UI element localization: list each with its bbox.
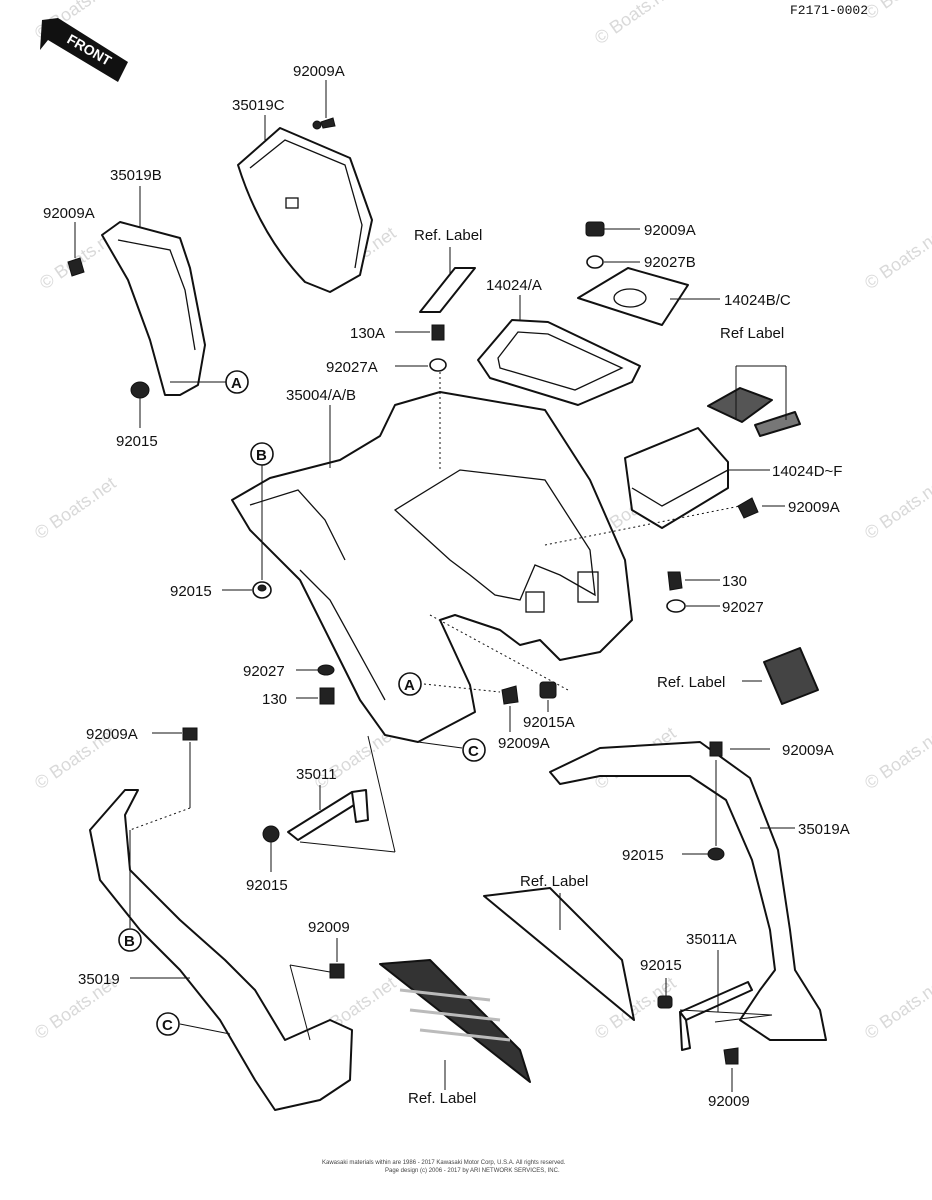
label-130: 130 xyxy=(722,573,747,590)
svg-text:C: C xyxy=(162,1017,173,1034)
diagram-code: F2171-0002 xyxy=(790,3,868,18)
side-cover-35019b xyxy=(67,221,206,396)
label-ref: Ref. Label xyxy=(414,227,482,244)
fender-35004 xyxy=(231,391,633,743)
watermark: © Boats.net xyxy=(861,973,932,1043)
cover-plate-14024bc xyxy=(577,221,689,326)
label-14024bc: 14024B/C xyxy=(724,292,791,309)
label-92015a: 92015A xyxy=(523,714,575,731)
nut-92015-mid xyxy=(252,581,272,599)
nut-92015-topleft xyxy=(130,381,150,399)
nut-92015a xyxy=(539,681,557,699)
washer-92027-right xyxy=(666,599,686,613)
bolt-130-left xyxy=(319,687,335,705)
svg-text:C: C xyxy=(468,743,479,760)
bolt-92009a-center xyxy=(501,685,519,705)
label-130: 130 xyxy=(262,691,287,708)
label-35011a: 35011A xyxy=(686,931,737,948)
ref-label-sticker-bottom xyxy=(379,959,531,1083)
label-ref: Ref Label xyxy=(720,325,784,342)
part-labels: 92009A 35019C 35019B 92009A 92015 Ref. L… xyxy=(43,63,850,1110)
label-92009: 92009 xyxy=(708,1093,750,1110)
washer-92027-left xyxy=(317,664,335,676)
cover-14024df xyxy=(624,427,729,529)
label-92009a: 92009A xyxy=(293,63,345,80)
watermark: © Boats.net xyxy=(861,223,932,293)
label-92009a: 92009A xyxy=(86,726,138,743)
watermark: © Boats.net xyxy=(861,723,932,793)
side-cover-35019c xyxy=(237,117,373,293)
label-14024a: 14024/A xyxy=(486,277,542,294)
cover-frame-14024a xyxy=(477,319,641,406)
front-arrow-icon: FRONT xyxy=(40,18,128,82)
bracket-35011 xyxy=(262,789,369,843)
guard-35019a xyxy=(549,741,827,1041)
callout-a-mid: A xyxy=(398,672,422,696)
svg-text:A: A xyxy=(231,375,242,392)
bolt-92009a-mid xyxy=(737,497,759,519)
label-ref: Ref. Label xyxy=(408,1090,476,1107)
label-35019a: 35019A xyxy=(798,821,850,838)
label-92027b: 92027B xyxy=(644,254,696,271)
label-ref: Ref. Label xyxy=(520,873,588,890)
label-35019b: 35019B xyxy=(110,167,162,184)
label-35011: 35011 xyxy=(296,766,337,783)
watermark: © Boats.net xyxy=(591,0,680,48)
callout-b-mid: B xyxy=(250,442,274,466)
label-14024df: 14024D~F xyxy=(772,463,842,480)
label-92027: 92027 xyxy=(722,599,764,616)
label-92027a: 92027A xyxy=(326,359,378,376)
ref-label-sticker-mid xyxy=(763,647,819,705)
label-92027: 92027 xyxy=(243,663,285,680)
label-92009: 92009 xyxy=(308,919,350,936)
ref-label-sticker-low xyxy=(483,887,635,1021)
leader-lines xyxy=(74,80,795,1092)
label-35004ab: 35004/A/B xyxy=(286,387,356,404)
callout-c-low: C xyxy=(156,1012,180,1036)
copyright-line-1: Kawasaki materials within are 1986 - 201… xyxy=(322,1160,566,1166)
bolt-130a xyxy=(431,324,445,341)
label-92009a: 92009A xyxy=(644,222,696,239)
label-92015: 92015 xyxy=(640,957,682,974)
svg-text:B: B xyxy=(256,447,267,464)
svg-text:A: A xyxy=(404,677,415,694)
ref-label-stickers-right xyxy=(707,387,801,437)
ref-label-sticker-top xyxy=(419,267,476,313)
label-35019c: 35019C xyxy=(232,97,285,114)
svg-text:B: B xyxy=(124,933,135,950)
label-92009a: 92009A xyxy=(788,499,840,516)
callout-c-mid: C xyxy=(462,738,486,762)
watermark: © Boats.net xyxy=(31,473,120,543)
label-92009a: 92009A xyxy=(498,735,550,752)
callout-a-top: A xyxy=(225,370,249,394)
label-92009a: 92009A xyxy=(782,742,834,759)
label-92015: 92015 xyxy=(170,583,212,600)
label-92015: 92015 xyxy=(622,847,664,864)
label-ref: Ref. Label xyxy=(657,674,725,691)
label-92015: 92015 xyxy=(246,877,288,894)
washer-92027a xyxy=(429,358,447,372)
label-35019: 35019 xyxy=(78,971,120,988)
copyright-line-2: Page design (c) 2006 - 2017 by ARI NETWO… xyxy=(385,1168,560,1174)
label-130a: 130A xyxy=(350,325,385,342)
bolt-130-right xyxy=(667,571,683,591)
label-92015: 92015 xyxy=(116,433,158,450)
callout-b-low: B xyxy=(118,928,142,952)
watermark: © Boats.net xyxy=(861,0,932,23)
watermark: © Boats.net xyxy=(861,473,932,543)
label-92009a: 92009A xyxy=(43,205,95,222)
